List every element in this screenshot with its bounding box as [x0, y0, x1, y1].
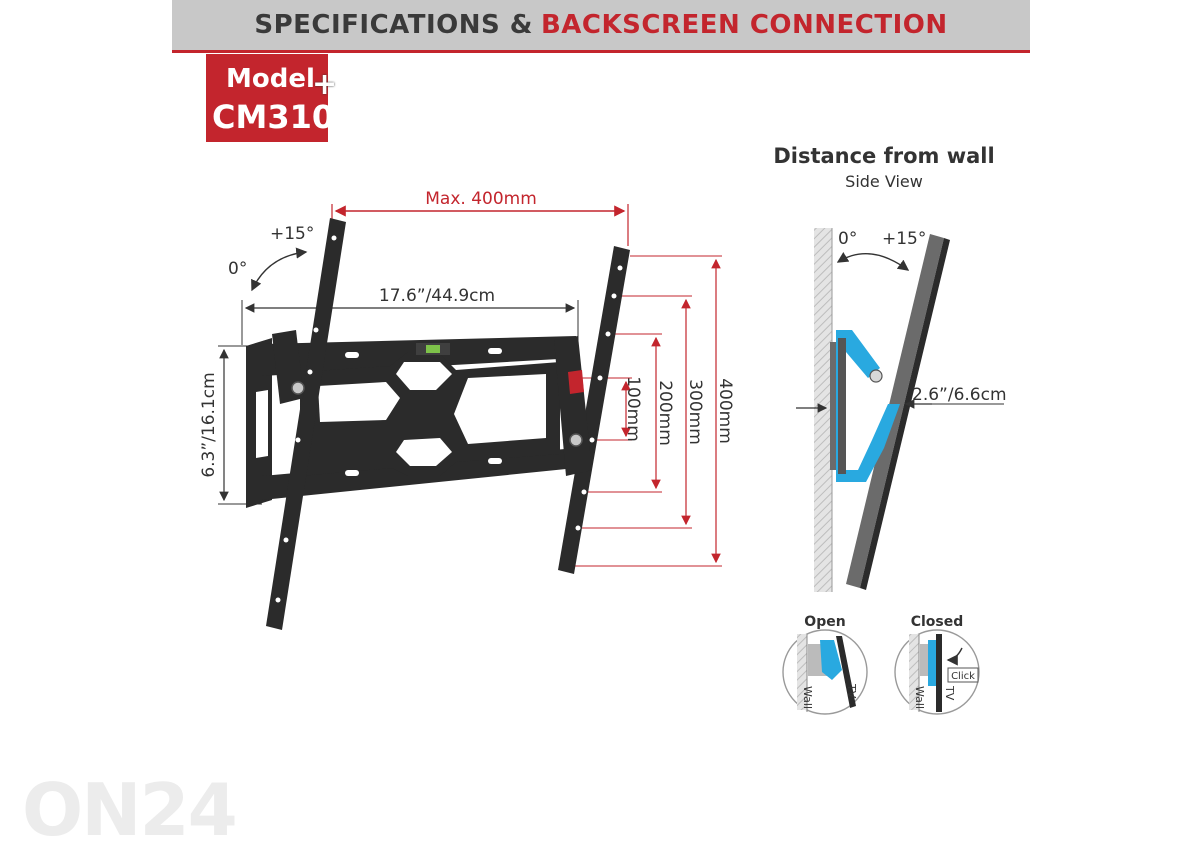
- bracket-height-label: 6.3”/16.1cm: [199, 372, 219, 477]
- lock-closed-tv-label: TV: [943, 685, 956, 701]
- side-view-heading: Distance from wall: [773, 144, 994, 168]
- lock-closed-detail: Closed Click Wall TV: [894, 614, 980, 715]
- vesa-300-label: 300mm: [685, 379, 705, 445]
- side-plus-angle-label: +15°: [882, 229, 926, 249]
- lock-open-tv-label: TV: [845, 683, 858, 699]
- vesa-200-label: 200mm: [655, 380, 675, 446]
- bracket-width-dimension: 17.6”/44.9cm: [241, 286, 579, 345]
- lock-click-label: Click: [951, 671, 975, 682]
- header-title-dark: SPECIFICATIONS &: [254, 10, 533, 40]
- model-name: CM310: [212, 98, 335, 136]
- lock-open-detail: Open Wall TV: [782, 614, 868, 715]
- front-zero-angle-label: 0°: [228, 259, 247, 279]
- bracket-width-label: 17.6”/44.9cm: [379, 286, 495, 306]
- watermark-logo: ON24: [22, 768, 238, 852]
- model-badge: Model CM310 +: [206, 54, 337, 142]
- lock-closed-label: Closed: [911, 614, 964, 630]
- max-width-label: Max. 400mm: [425, 189, 537, 209]
- plus-icon: +: [312, 67, 338, 102]
- lock-closed-wall-label: Wall: [913, 686, 926, 709]
- max-width-dimension: Max. 400mm: [331, 189, 629, 246]
- side-view-title: Distance from wall Side View: [773, 144, 994, 191]
- left-tv-arm: [266, 218, 346, 630]
- front-plus-angle-label: +15°: [270, 224, 314, 244]
- wall-plate: [246, 336, 576, 508]
- vesa-100-label: 100mm: [623, 376, 643, 442]
- header-bar: SPECIFICATIONS & BACKSCREEN CONNECTION: [172, 0, 1030, 53]
- header-title-red: BACKSCREEN CONNECTION: [540, 10, 948, 40]
- lock-open-wall-label: Wall: [801, 686, 814, 709]
- side-view-subtitle: Side View: [845, 172, 923, 191]
- bracket-height-dimension: 6.3”/16.1cm: [199, 345, 262, 505]
- vesa-400-label: 400mm: [715, 378, 735, 444]
- side-distance-label: 2.6”/6.6cm: [912, 385, 1007, 405]
- side-view-drawing: 0° +15° 2.6”/6.6cm: [796, 228, 1007, 592]
- side-zero-angle-label: 0°: [838, 229, 857, 249]
- right-tv-arm: [554, 246, 630, 574]
- lock-open-label: Open: [804, 614, 845, 630]
- tilt-arrow-front: +15° 0°: [228, 224, 314, 292]
- model-label: Model: [226, 64, 315, 94]
- vesa-dimensions: 100mm 200mm 300mm 400mm: [574, 255, 735, 567]
